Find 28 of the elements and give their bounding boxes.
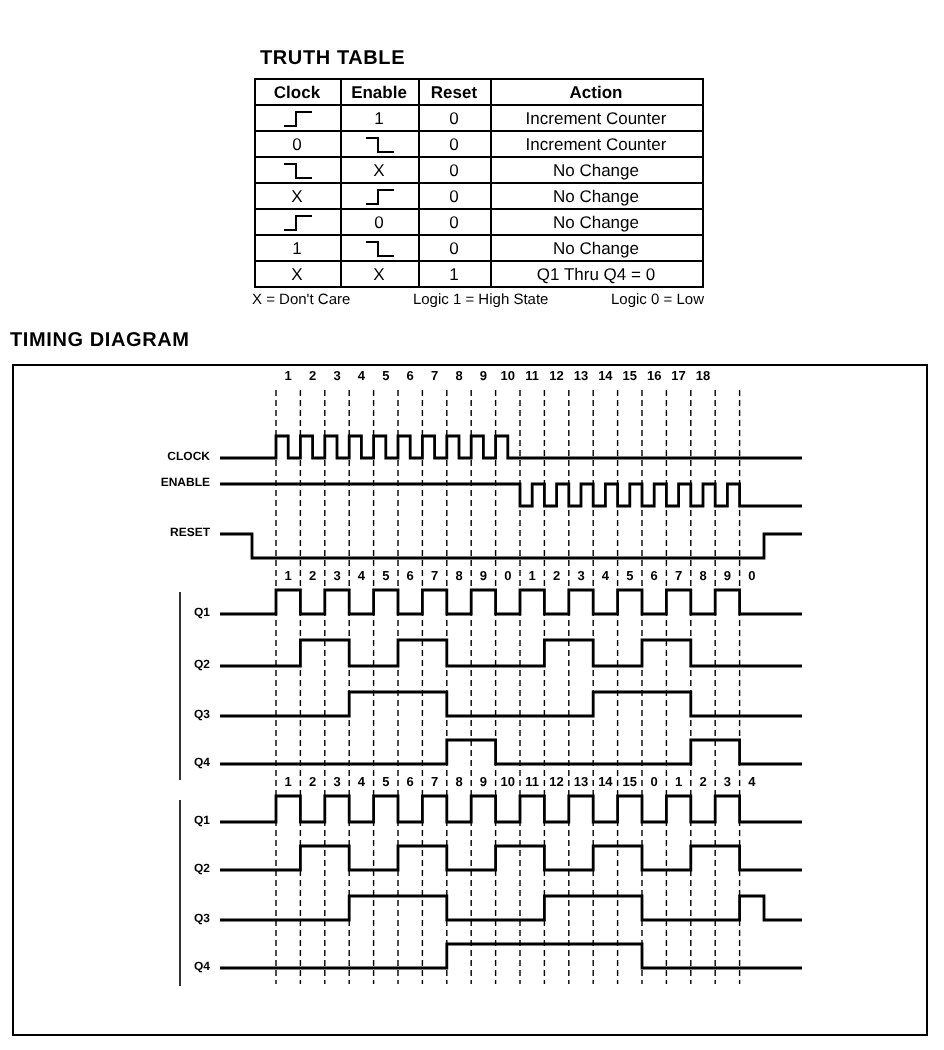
table-cell: 0 [418, 235, 490, 261]
table-cell: X [254, 183, 340, 209]
table-cell: 0 [418, 131, 490, 157]
column-header: Reset [418, 79, 490, 105]
table-cell: No Change [490, 183, 702, 209]
table-cell: 1 [254, 235, 340, 261]
section-heading: TRUTH TABLE [260, 48, 406, 70]
column-header: Action [490, 79, 702, 105]
table-cell: X [340, 261, 418, 287]
table-cell: 0 [418, 157, 490, 183]
table-cell: X [340, 157, 418, 183]
table-cell: 1 [340, 105, 418, 131]
column-header: Enable [340, 79, 418, 105]
table-cell: Q1 Thru Q4 = 0 [490, 261, 702, 287]
table-cell: 0 [418, 209, 490, 235]
table-cell: Increment Counter [490, 131, 702, 157]
table-cell: 0 [254, 131, 340, 157]
section-heading: TIMING DIAGRAM [10, 330, 190, 352]
table-cell: No Change [490, 235, 702, 261]
table-cell: 0 [340, 209, 418, 235]
table-cell: X [254, 261, 340, 287]
table-cell: No Change [490, 209, 702, 235]
table-cell: 0 [418, 105, 490, 131]
column-header: Clock [254, 79, 340, 105]
table-cell: Increment Counter [490, 105, 702, 131]
table-cell: 1 [418, 261, 490, 287]
table-cell: 0 [418, 183, 490, 209]
table-cell: No Change [490, 157, 702, 183]
